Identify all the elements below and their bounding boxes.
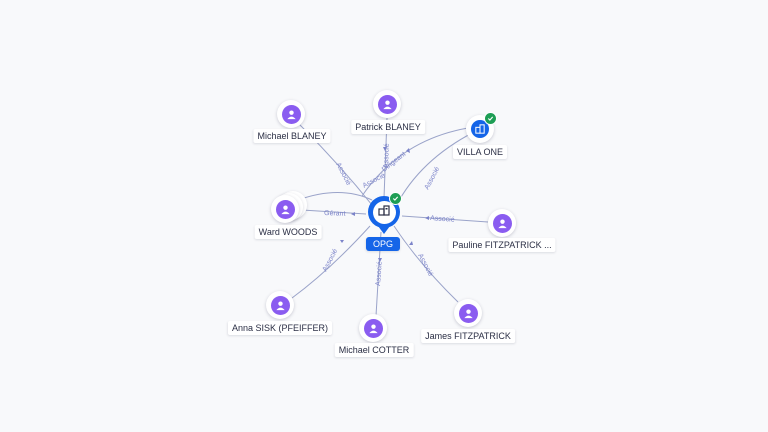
- person-icon: [275, 199, 295, 219]
- edge-label-villa-one-associe: Associé: [424, 166, 442, 191]
- node-villa-one[interactable]: [466, 112, 497, 143]
- edge-ward-woods-gerant: [301, 209, 367, 215]
- edge-label-ward-woods-gerant: Gérant: [324, 210, 346, 218]
- edge-label-james-fitzpatrick: Associé: [416, 253, 434, 278]
- person-icon: [270, 295, 290, 315]
- node-center-opg[interactable]: [368, 192, 402, 228]
- node-label-michael-cotter: Michael COTTER: [334, 343, 414, 357]
- node-label-anna-sisk: Anna SISK (PFEIFFER): [227, 321, 333, 335]
- arrow-icon: [383, 147, 387, 151]
- node-label-center-opg: OPG: [365, 237, 401, 251]
- edge-villa-one-dirigeant: [361, 127, 469, 197]
- node-label-james-fitzpatrick: James FITZPATRICK: [421, 329, 515, 343]
- node-anna-sisk[interactable]: [266, 291, 294, 319]
- arrow-icon: [378, 258, 382, 262]
- node-label-patrick-blaney: Patrick BLANEY: [351, 120, 425, 134]
- person-icon: [363, 318, 383, 338]
- person-icon: [281, 104, 301, 124]
- node-label-pauline-fitzpatrick: Pauline FITZPATRICK ...: [448, 238, 556, 252]
- edge-anna-sisk: [291, 225, 371, 299]
- node-label-ward-woods: Ward WOODS: [254, 225, 322, 239]
- person-icon: [458, 303, 478, 323]
- building-icon: [471, 120, 489, 138]
- edge-pauline-fitzpatrick: [401, 215, 489, 223]
- node-label-villa-one: VILLA ONE: [452, 145, 508, 159]
- edge-label-michael-blaney: Associé: [334, 162, 352, 187]
- node-label-michael-blaney: Michael BLANEY: [253, 129, 331, 143]
- node-pauline-fitzpatrick[interactable]: [488, 209, 516, 237]
- edge-label-ward-woods-associe: Associé: [362, 172, 387, 190]
- node-ward-woods[interactable]: [271, 191, 307, 225]
- arrow-icon: [425, 216, 429, 220]
- arrow-icon: [351, 212, 355, 216]
- arrow-icon: [409, 241, 413, 245]
- edge-james-fitzpatrick: [393, 225, 459, 303]
- node-michael-cotter[interactable]: [359, 314, 387, 342]
- building-icon: [378, 203, 390, 221]
- arrow-icon: [340, 240, 344, 243]
- verified-check-icon: [484, 112, 497, 125]
- node-james-fitzpatrick[interactable]: [454, 299, 482, 327]
- edge-label-pauline-fitzpatrick: Associé: [430, 215, 455, 224]
- edge-ward-woods-associe: [297, 192, 373, 201]
- node-michael-blaney[interactable]: [277, 100, 305, 128]
- arrow-icon: [406, 148, 410, 153]
- person-icon: [377, 94, 397, 114]
- edge-label-michael-cotter: Associé: [375, 261, 384, 286]
- edge-label-patrick-blaney: Associé: [383, 143, 391, 168]
- verified-check-icon: [389, 192, 402, 205]
- node-patrick-blaney[interactable]: [373, 90, 401, 118]
- person-icon: [492, 213, 512, 233]
